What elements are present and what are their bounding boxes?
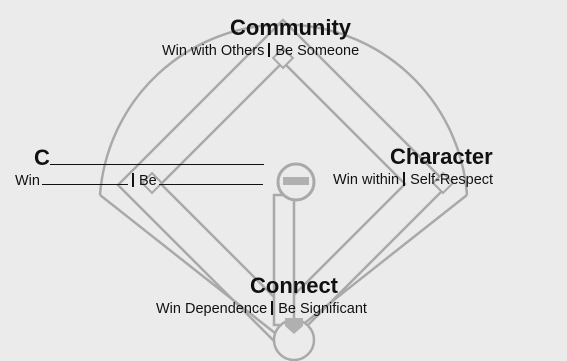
divider-bar (268, 43, 271, 57)
home-plate (285, 318, 303, 334)
c-right-blank (158, 172, 263, 185)
third-base (140, 171, 164, 195)
c-title-blank (49, 146, 264, 165)
c-title: C (34, 146, 264, 169)
connect-left-text: Win Dependence (156, 301, 268, 317)
c-left-blank (41, 172, 128, 185)
outfield-fence (98, 23, 469, 196)
divider-bar (131, 173, 134, 187)
right-foul-line (286, 194, 468, 338)
connect-title: Connect (250, 273, 338, 298)
divider-bar (271, 301, 274, 315)
character-left-text: Win within (333, 172, 400, 188)
divider-bar (403, 172, 406, 186)
c-subtitle: Win Be (15, 172, 263, 189)
community-right-text: Be Someone (275, 43, 360, 59)
c-right-text: Be (138, 173, 157, 189)
second-base (271, 46, 295, 70)
community-title: Community (230, 15, 351, 40)
community-left-text: Win with Others (162, 43, 265, 59)
character-title: Character (390, 144, 493, 169)
pitchers-rubber (283, 177, 309, 185)
community-subtitle: Win with Others Be Someone (162, 43, 359, 59)
left-foul-line (99, 194, 281, 338)
character-subtitle: Win within Self-Respect (333, 172, 493, 188)
connect-right-text: Be Significant (278, 301, 367, 317)
connect-subtitle: Win Dependence Be Significant (156, 301, 367, 317)
c-left-text: Win (15, 173, 40, 189)
first-base (431, 171, 455, 195)
character-right-text: Self-Respect (410, 172, 494, 188)
c-title-text: C (34, 145, 50, 170)
